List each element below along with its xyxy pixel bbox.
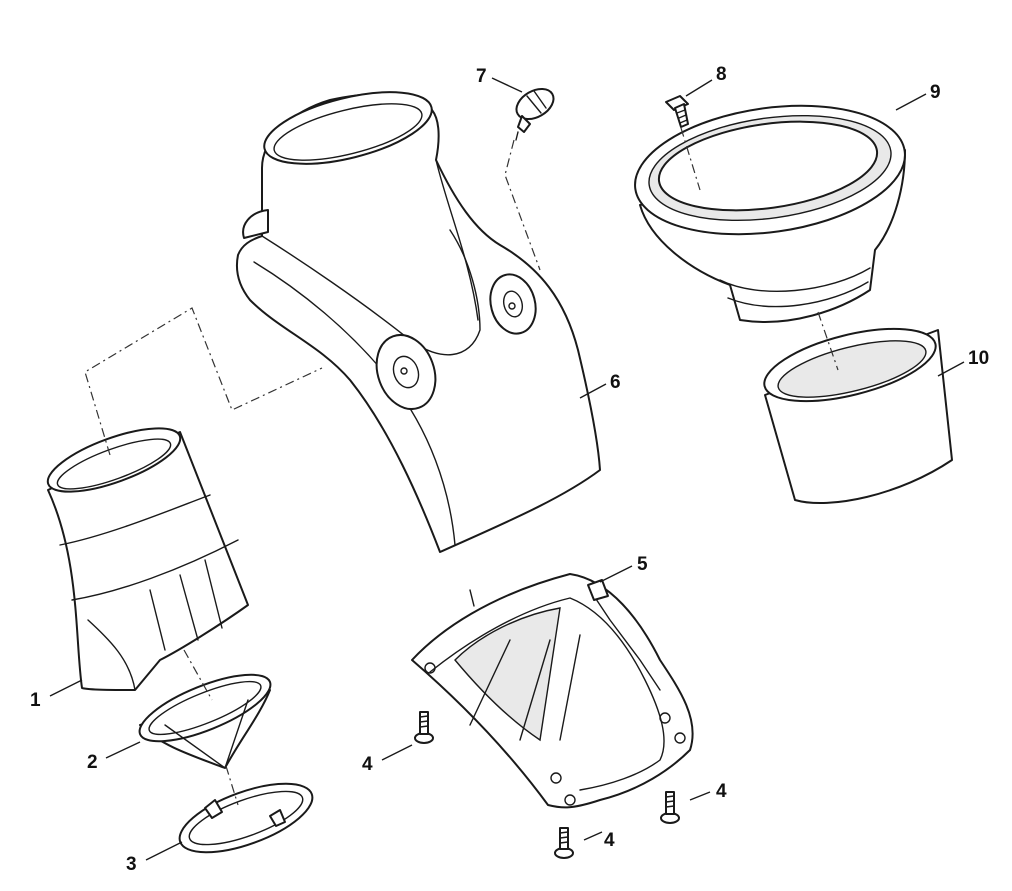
callout-4-left: 4 xyxy=(362,754,373,775)
part-4-screw-left xyxy=(414,711,434,744)
callout-7: 7 xyxy=(476,66,487,87)
part-2-funnel xyxy=(138,673,272,769)
callout-2: 2 xyxy=(87,752,98,773)
part-8-screw xyxy=(665,95,689,128)
part-5-base-housing xyxy=(411,573,694,809)
callout-4-right: 4 xyxy=(716,781,727,802)
callout-5: 5 xyxy=(637,554,648,575)
assembly-lines xyxy=(84,127,839,806)
part-1-chute xyxy=(46,427,249,691)
part-3-ring-clamp xyxy=(178,782,314,854)
callout-3: 3 xyxy=(126,854,137,875)
part-10-cylinder xyxy=(763,327,953,505)
part-6-main-housing xyxy=(235,91,601,553)
callout-8: 8 xyxy=(716,64,727,85)
callout-9: 9 xyxy=(930,82,941,103)
callout-1: 1 xyxy=(30,690,41,711)
callout-leaders xyxy=(49,77,965,861)
part-7-knob xyxy=(515,87,555,141)
callout-4-bottom: 4 xyxy=(604,830,615,851)
part-4-screw-right xyxy=(660,791,680,824)
part-9-upper-ring xyxy=(634,104,906,323)
callout-6: 6 xyxy=(610,372,621,393)
callout-10: 10 xyxy=(968,348,989,369)
part-4-screw-bottom xyxy=(554,827,574,859)
